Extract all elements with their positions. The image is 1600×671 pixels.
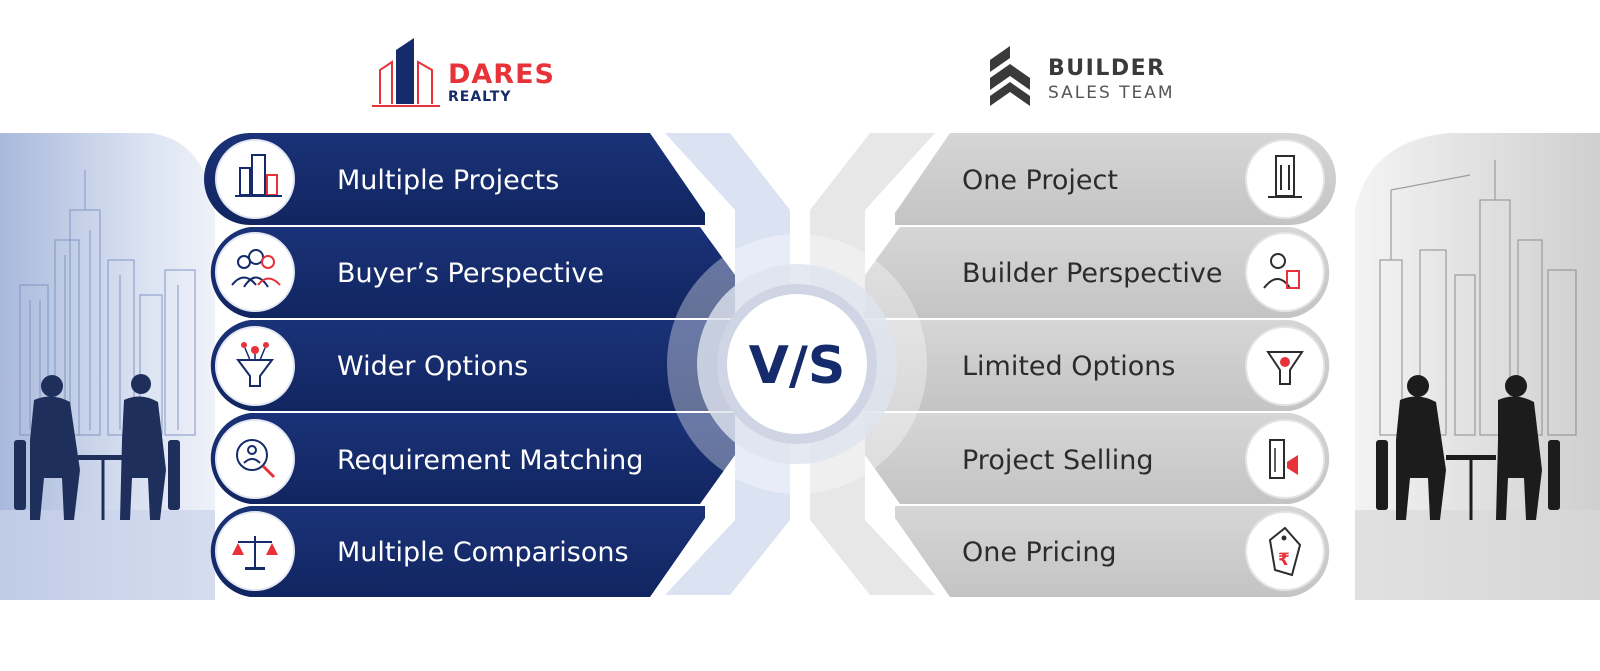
vs-badge: V/S [667, 234, 927, 494]
left-meeting-silhouette [14, 374, 180, 520]
sales-team-subtitle: SALES TEAM [1048, 83, 1175, 103]
left-feature-label: Requirement Matching [337, 445, 643, 476]
right-feature-label: One Project [962, 165, 1118, 196]
right-feature-row: ₹ One Pricing [895, 506, 1330, 597]
right-feature-row: Builder Perspective [865, 227, 1330, 318]
left-feature-bars: Multiple Projects Buyer’s Perspective [204, 133, 735, 597]
left-feature-row: Wider Options [210, 320, 735, 411]
builder-sales-logo: BUILDER SALES TEAM [990, 46, 1175, 106]
left-feature-row: Buyer’s Perspective [210, 227, 735, 318]
funnel-single-icon [1266, 351, 1304, 385]
right-feature-label: Builder Perspective [962, 258, 1222, 289]
left-feature-row: Multiple Projects [204, 133, 705, 225]
person-search-icon [236, 439, 276, 479]
building-megaphone-icon [1269, 439, 1298, 479]
balance-scale-icon [232, 536, 278, 570]
vs-label: V/S [749, 336, 846, 396]
svg-text:₹: ₹ [1278, 550, 1290, 570]
right-feature-label: One Pricing [962, 537, 1117, 568]
right-feature-label: Limited Options [962, 351, 1175, 382]
right-feature-row: Limited Options [865, 320, 1330, 411]
dares-brand-name: DARES [448, 59, 555, 90]
realty-brand-subtitle: REALTY [448, 89, 511, 105]
single-building-icon [1268, 155, 1302, 198]
right-feature-label: Project Selling [962, 445, 1153, 476]
left-chevron-backdrop [665, 133, 790, 595]
left-feature-label: Multiple Projects [337, 165, 559, 196]
buildings-icon [235, 154, 282, 197]
right-meeting-silhouette [1376, 375, 1560, 520]
person-building-icon [1263, 253, 1300, 289]
right-feature-bars: One Project Builder Perspective Limited … [865, 133, 1336, 597]
right-feature-row: Project Selling [865, 413, 1330, 504]
funnel-options-icon [236, 342, 274, 387]
left-feature-row: Requirement Matching [210, 413, 735, 504]
people-group-icon [231, 249, 281, 288]
right-photo-panel [1355, 133, 1600, 600]
builder-brand-name: BUILDER [1048, 56, 1166, 81]
left-feature-label: Multiple Comparisons [337, 537, 629, 568]
left-photo-panel [0, 133, 215, 600]
right-feature-row: One Project [895, 133, 1336, 225]
left-feature-label: Wider Options [337, 351, 528, 382]
right-chevron-backdrop [810, 133, 935, 595]
left-feature-label: Buyer’s Perspective [337, 258, 604, 289]
rupee-price-tag-icon: ₹ [1268, 526, 1302, 577]
dares-realty-logo: DARES REALTY [372, 38, 555, 107]
left-feature-row: Multiple Comparisons [210, 506, 705, 597]
